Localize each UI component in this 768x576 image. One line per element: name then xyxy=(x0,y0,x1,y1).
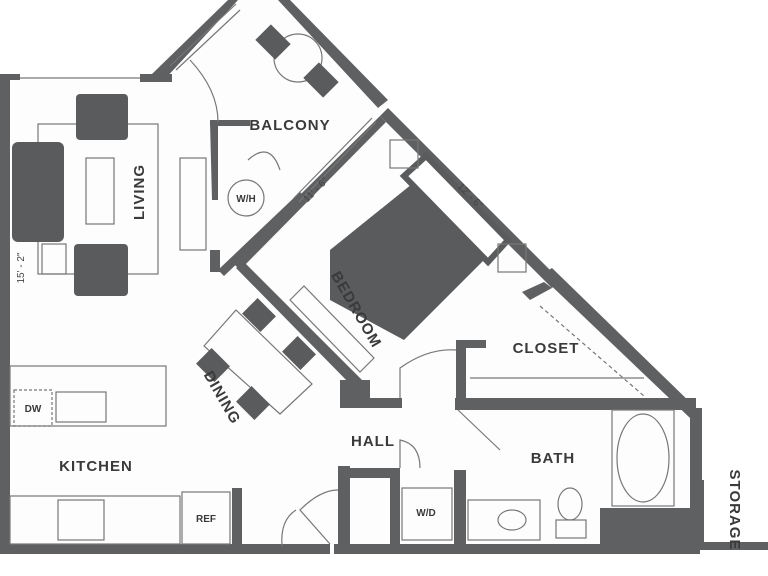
bedroom-furniture xyxy=(289,139,527,373)
room-label-bath: BATH xyxy=(531,450,576,467)
room-label-storage: STORAGE xyxy=(726,470,743,551)
room-label-kitchen: KITCHEN xyxy=(59,458,133,475)
closet-fixtures xyxy=(401,305,645,541)
interior-walls xyxy=(210,116,704,548)
label-water-heater: W/H xyxy=(236,194,255,205)
balcony-window xyxy=(20,3,377,203)
balcony-furniture xyxy=(255,24,339,98)
dining-furniture xyxy=(196,298,316,420)
kitchen-fixtures xyxy=(9,365,231,545)
room-label-closet: CLOSET xyxy=(513,340,580,357)
room-label-living: LIVING xyxy=(131,164,148,220)
water-heater xyxy=(227,179,265,217)
label-dishwasher: DW xyxy=(25,404,42,415)
living-furniture xyxy=(12,94,207,296)
bath-fixtures xyxy=(467,409,675,541)
room-label-hall: HALL xyxy=(351,433,395,450)
doors xyxy=(189,59,501,547)
dimension-living: 15' - 2" xyxy=(16,252,27,283)
label-washer-dryer: W/D xyxy=(416,508,435,519)
label-refrigerator: REF xyxy=(196,514,216,525)
room-label-balcony: BALCONY xyxy=(249,117,330,134)
